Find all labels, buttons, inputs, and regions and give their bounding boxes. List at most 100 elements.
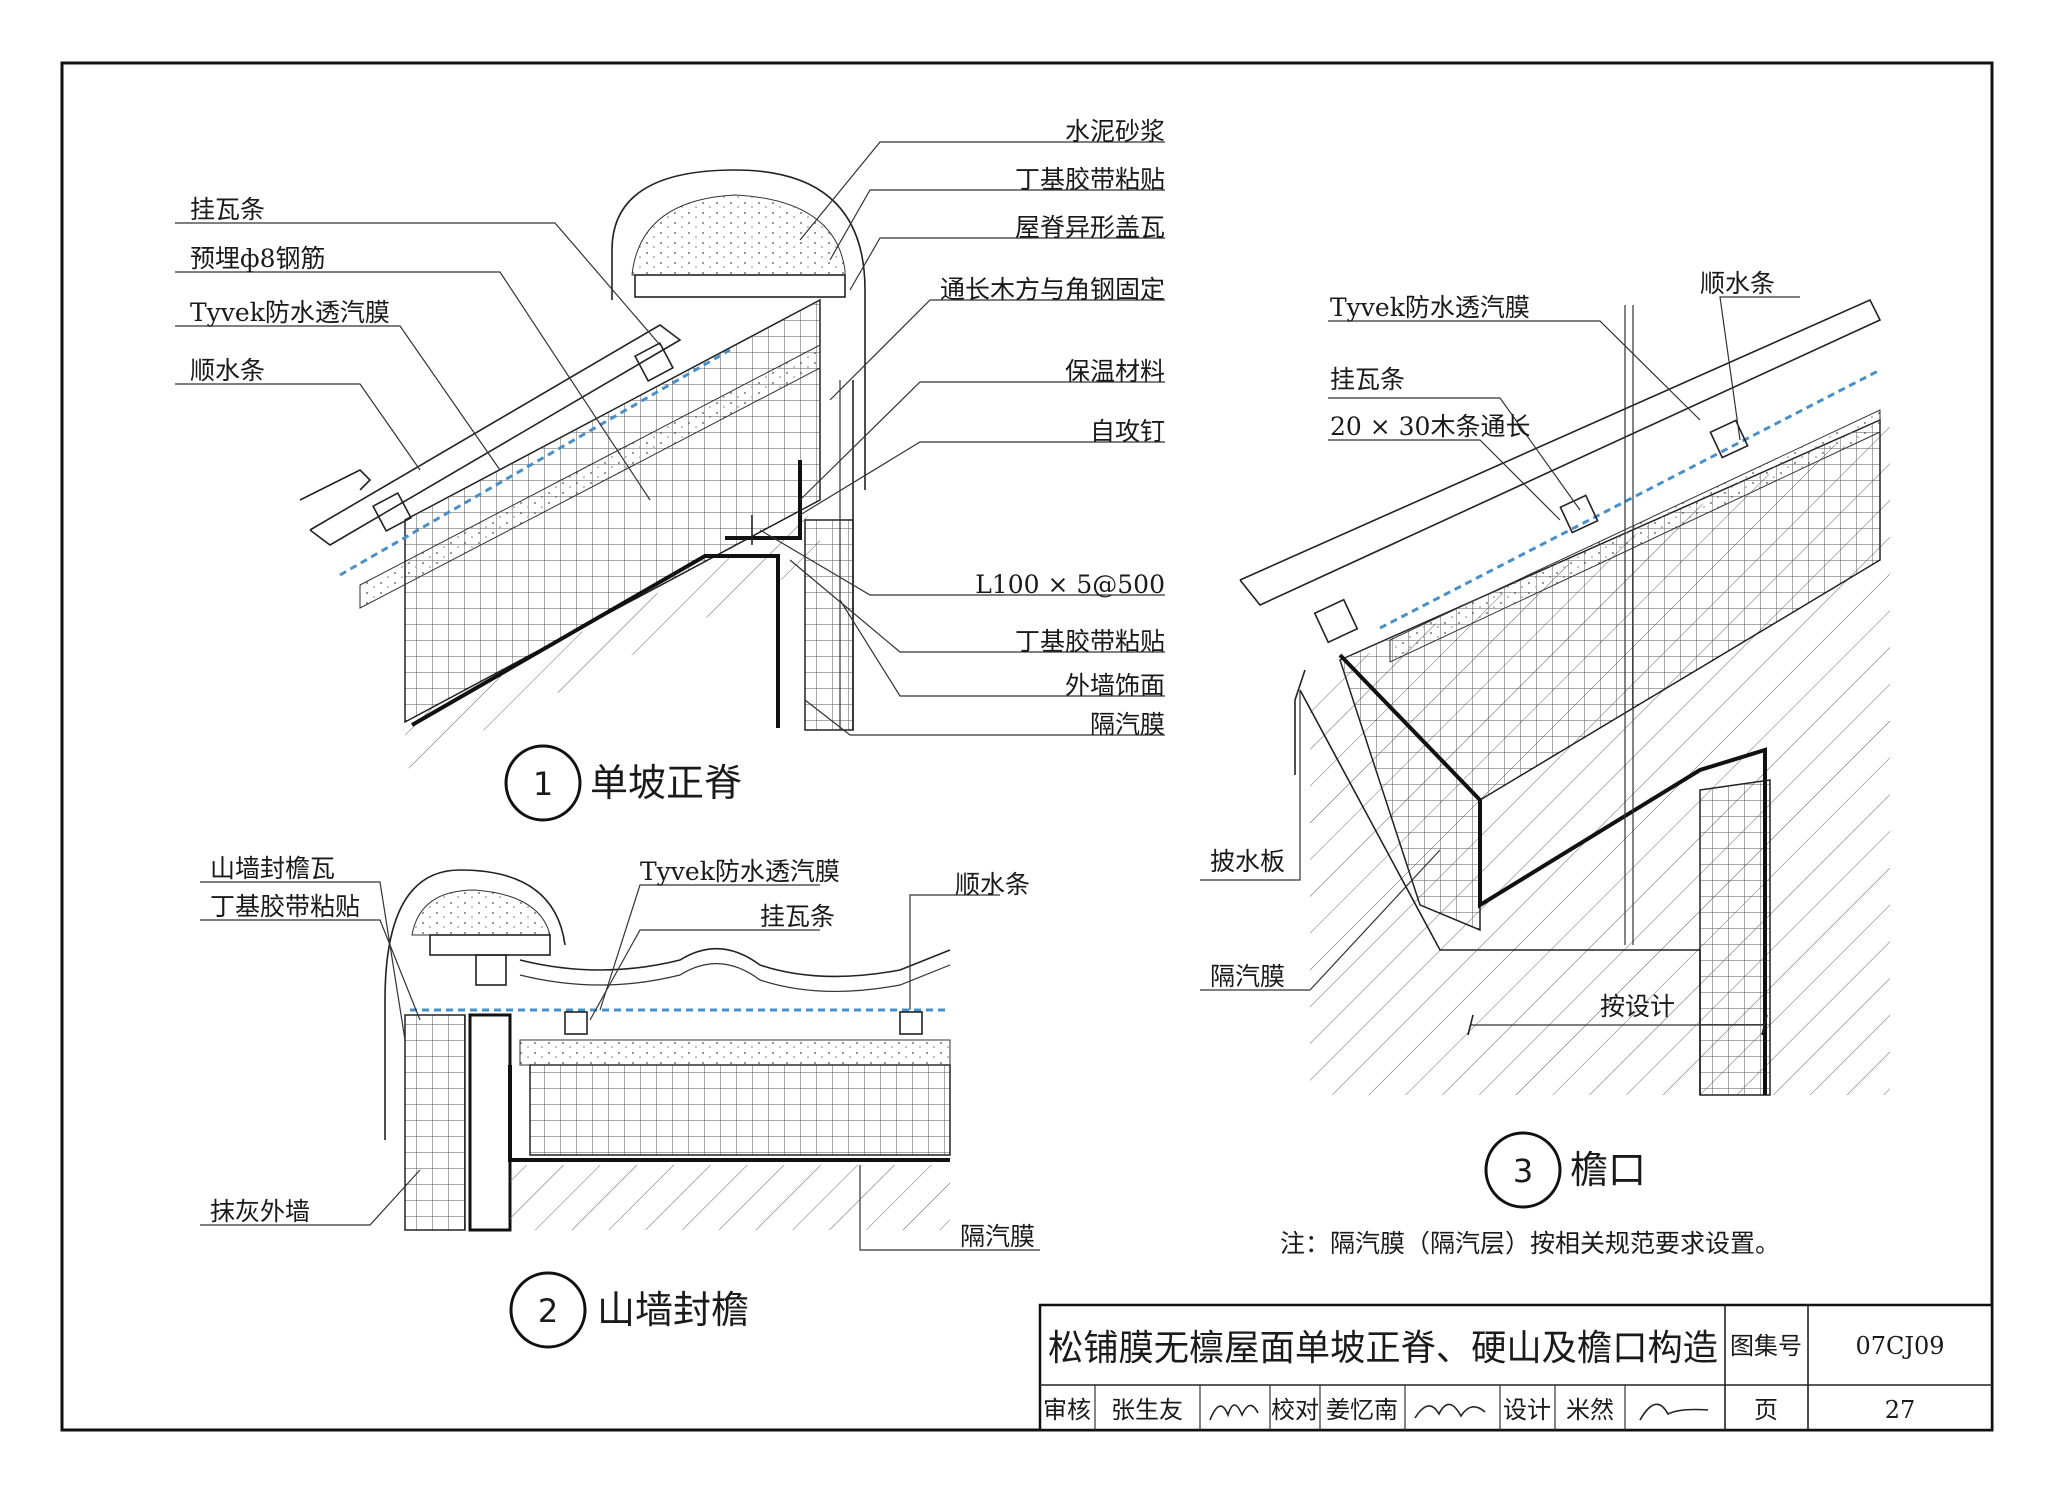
- mortar-band: [359, 344, 821, 609]
- eave-mortar: [1389, 409, 1881, 663]
- dim-tick-1: [1467, 1014, 1474, 1036]
- vapor-barrier-2: [508, 1065, 950, 1162]
- gable-wall-insulation: [404, 1014, 466, 1231]
- title-block: [1038, 1303, 1994, 1432]
- label-gable-tile: 山墙封檐瓦: [210, 854, 335, 883]
- label-butyl-tape-3: 丁基胶带粘贴: [210, 892, 360, 921]
- tyvek-3: [1379, 368, 1881, 630]
- detail-2-badge: [509, 1271, 587, 1349]
- label-butyl-tape-1: 丁基胶带粘贴: [1015, 165, 1165, 194]
- tyvek-membrane: [339, 348, 731, 577]
- gable-block: [475, 954, 507, 986]
- label-ridge-tile: 屋脊异形盖瓦: [1015, 213, 1165, 242]
- reviewer-name: 张生友: [1111, 1396, 1183, 1424]
- checker-name: 姜忆南: [1326, 1396, 1398, 1424]
- roof-tiles-2: [519, 947, 951, 978]
- vapor-barrier-line: [411, 554, 780, 728]
- tile-batten-block-2: [633, 341, 675, 383]
- ridge-mortar: [631, 194, 846, 276]
- checker-signature: [1414, 1403, 1486, 1419]
- label-counter-batten-3: 顺水条: [1700, 269, 1775, 298]
- label-drip-plate: 披水板: [1210, 847, 1285, 876]
- page-number: 27: [1885, 1396, 1916, 1424]
- drawing-title: 松铺膜无檩屋面单坡正脊、硬山及檐口构造: [1048, 1328, 1718, 1369]
- label-timber-angle: 通长木方与角钢固定: [940, 275, 1165, 304]
- eave-tile: [1239, 298, 1882, 606]
- sheet-border: [60, 61, 1994, 1432]
- label-tile-batten-1: 挂瓦条: [190, 195, 265, 224]
- batten-block-2b: [899, 1011, 923, 1035]
- roof-tiles-2-under: [519, 963, 951, 993]
- detail-1-number: 1: [533, 765, 553, 803]
- designer-signature: [1639, 1403, 1709, 1421]
- detail-3-leaders: [1200, 296, 1800, 991]
- eave-wall-insulation: [1699, 779, 1771, 1096]
- check-label: 校对: [1271, 1396, 1319, 1424]
- title-block-frame: [1038, 1303, 1994, 1432]
- deck-hatch: [405, 510, 820, 770]
- detail-3-badge: [1484, 1131, 1562, 1209]
- label-vapor-barrier-1: 隔汽膜: [1090, 710, 1165, 739]
- label-counter-batten-2: 顺水条: [955, 870, 1030, 899]
- label-plaster-wall: 抹灰外墙: [210, 1197, 310, 1226]
- label-wood-strip: 20 × 30木条通长: [1330, 412, 1530, 441]
- eave-wood-strip: [1313, 598, 1359, 644]
- note-text: 注：隔汽膜（隔汽层）按相关规范要求设置。: [1280, 1229, 1780, 1258]
- label-counter-batten-1: 顺水条: [190, 356, 265, 385]
- label-tile-batten-3: 挂瓦条: [1330, 365, 1405, 394]
- label-by-design: 按设计: [1600, 992, 1675, 1021]
- label-vapor-barrier-3: 隔汽膜: [1210, 962, 1285, 991]
- gable-mortar: [411, 889, 551, 936]
- design-label: 设计: [1503, 1396, 1551, 1424]
- label-cement-mortar: 水泥砂浆: [1065, 117, 1165, 146]
- detail-1-leaders: [175, 141, 1165, 736]
- review-label: 审核: [1043, 1396, 1091, 1424]
- page-label: 页: [1754, 1396, 1778, 1424]
- label-insulation: 保温材料: [1065, 357, 1165, 386]
- detail-3-drawing: [1239, 298, 1890, 1096]
- label-screw: 自攻钉: [1090, 417, 1165, 446]
- detail-1-title: 单坡正脊: [590, 761, 742, 805]
- detail-3-title: 檐口: [1570, 1148, 1646, 1192]
- gable-timber: [429, 934, 551, 956]
- roof-tile-1: [309, 324, 682, 546]
- vapor-barrier-3: [1338, 653, 1767, 1095]
- roof-deck-hatch: [510, 1165, 950, 1230]
- detail-2-leaders: [200, 881, 1040, 1251]
- designer-name: 米然: [1566, 1396, 1614, 1424]
- roof-tile-2: [299, 469, 372, 501]
- batten-block-2a: [564, 1011, 588, 1035]
- dim-tick-2: [1761, 1014, 1768, 1036]
- ridge-cap-tile: [611, 169, 866, 490]
- eave-batten-1: [1559, 494, 1599, 534]
- detail-2-title: 山墙封檐: [597, 1288, 749, 1332]
- label-tyvek-3: Tyvek防水透汽膜: [1330, 293, 1530, 322]
- gable-wall: [468, 1013, 512, 1232]
- detail-2-number: 2: [538, 1292, 558, 1330]
- gable-cap-tile: [384, 869, 566, 1140]
- detail-2-drawing: [384, 869, 951, 1232]
- label-butyl-tape-2: 丁基胶带粘贴: [1015, 627, 1165, 656]
- label-wall-finish: 外墙饰面: [1065, 671, 1165, 700]
- drip-plate: [1294, 669, 1306, 775]
- label-tile-batten-2: 挂瓦条: [760, 902, 835, 931]
- label-vapor-barrier-2: 隔汽膜: [960, 1222, 1035, 1251]
- roof-insulation: [529, 1064, 951, 1156]
- detail-3-number: 3: [1513, 1152, 1533, 1190]
- ridge-timber: [634, 274, 846, 298]
- roof-mortar: [519, 1039, 951, 1066]
- wall-insulation: [804, 519, 854, 731]
- atlas-number: 07CJ09: [1855, 1332, 1944, 1360]
- label-rebar: 预埋ф8钢筋: [190, 244, 325, 273]
- label-angle-steel: L100 × 5@500: [975, 570, 1165, 599]
- detail-1-drawing: [299, 169, 866, 770]
- eave-soffit: [1299, 689, 1701, 1095]
- angle-steel: [725, 460, 802, 540]
- eave-batten-2: [1709, 419, 1749, 459]
- label-tyvek-1: Tyvek防水透汽膜: [190, 298, 390, 327]
- label-tyvek-2: Tyvek防水透汽膜: [640, 857, 840, 886]
- reviewer-signature: [1209, 1404, 1259, 1421]
- detail-1-badge: [504, 744, 582, 822]
- tile-batten-block-1: [371, 491, 413, 533]
